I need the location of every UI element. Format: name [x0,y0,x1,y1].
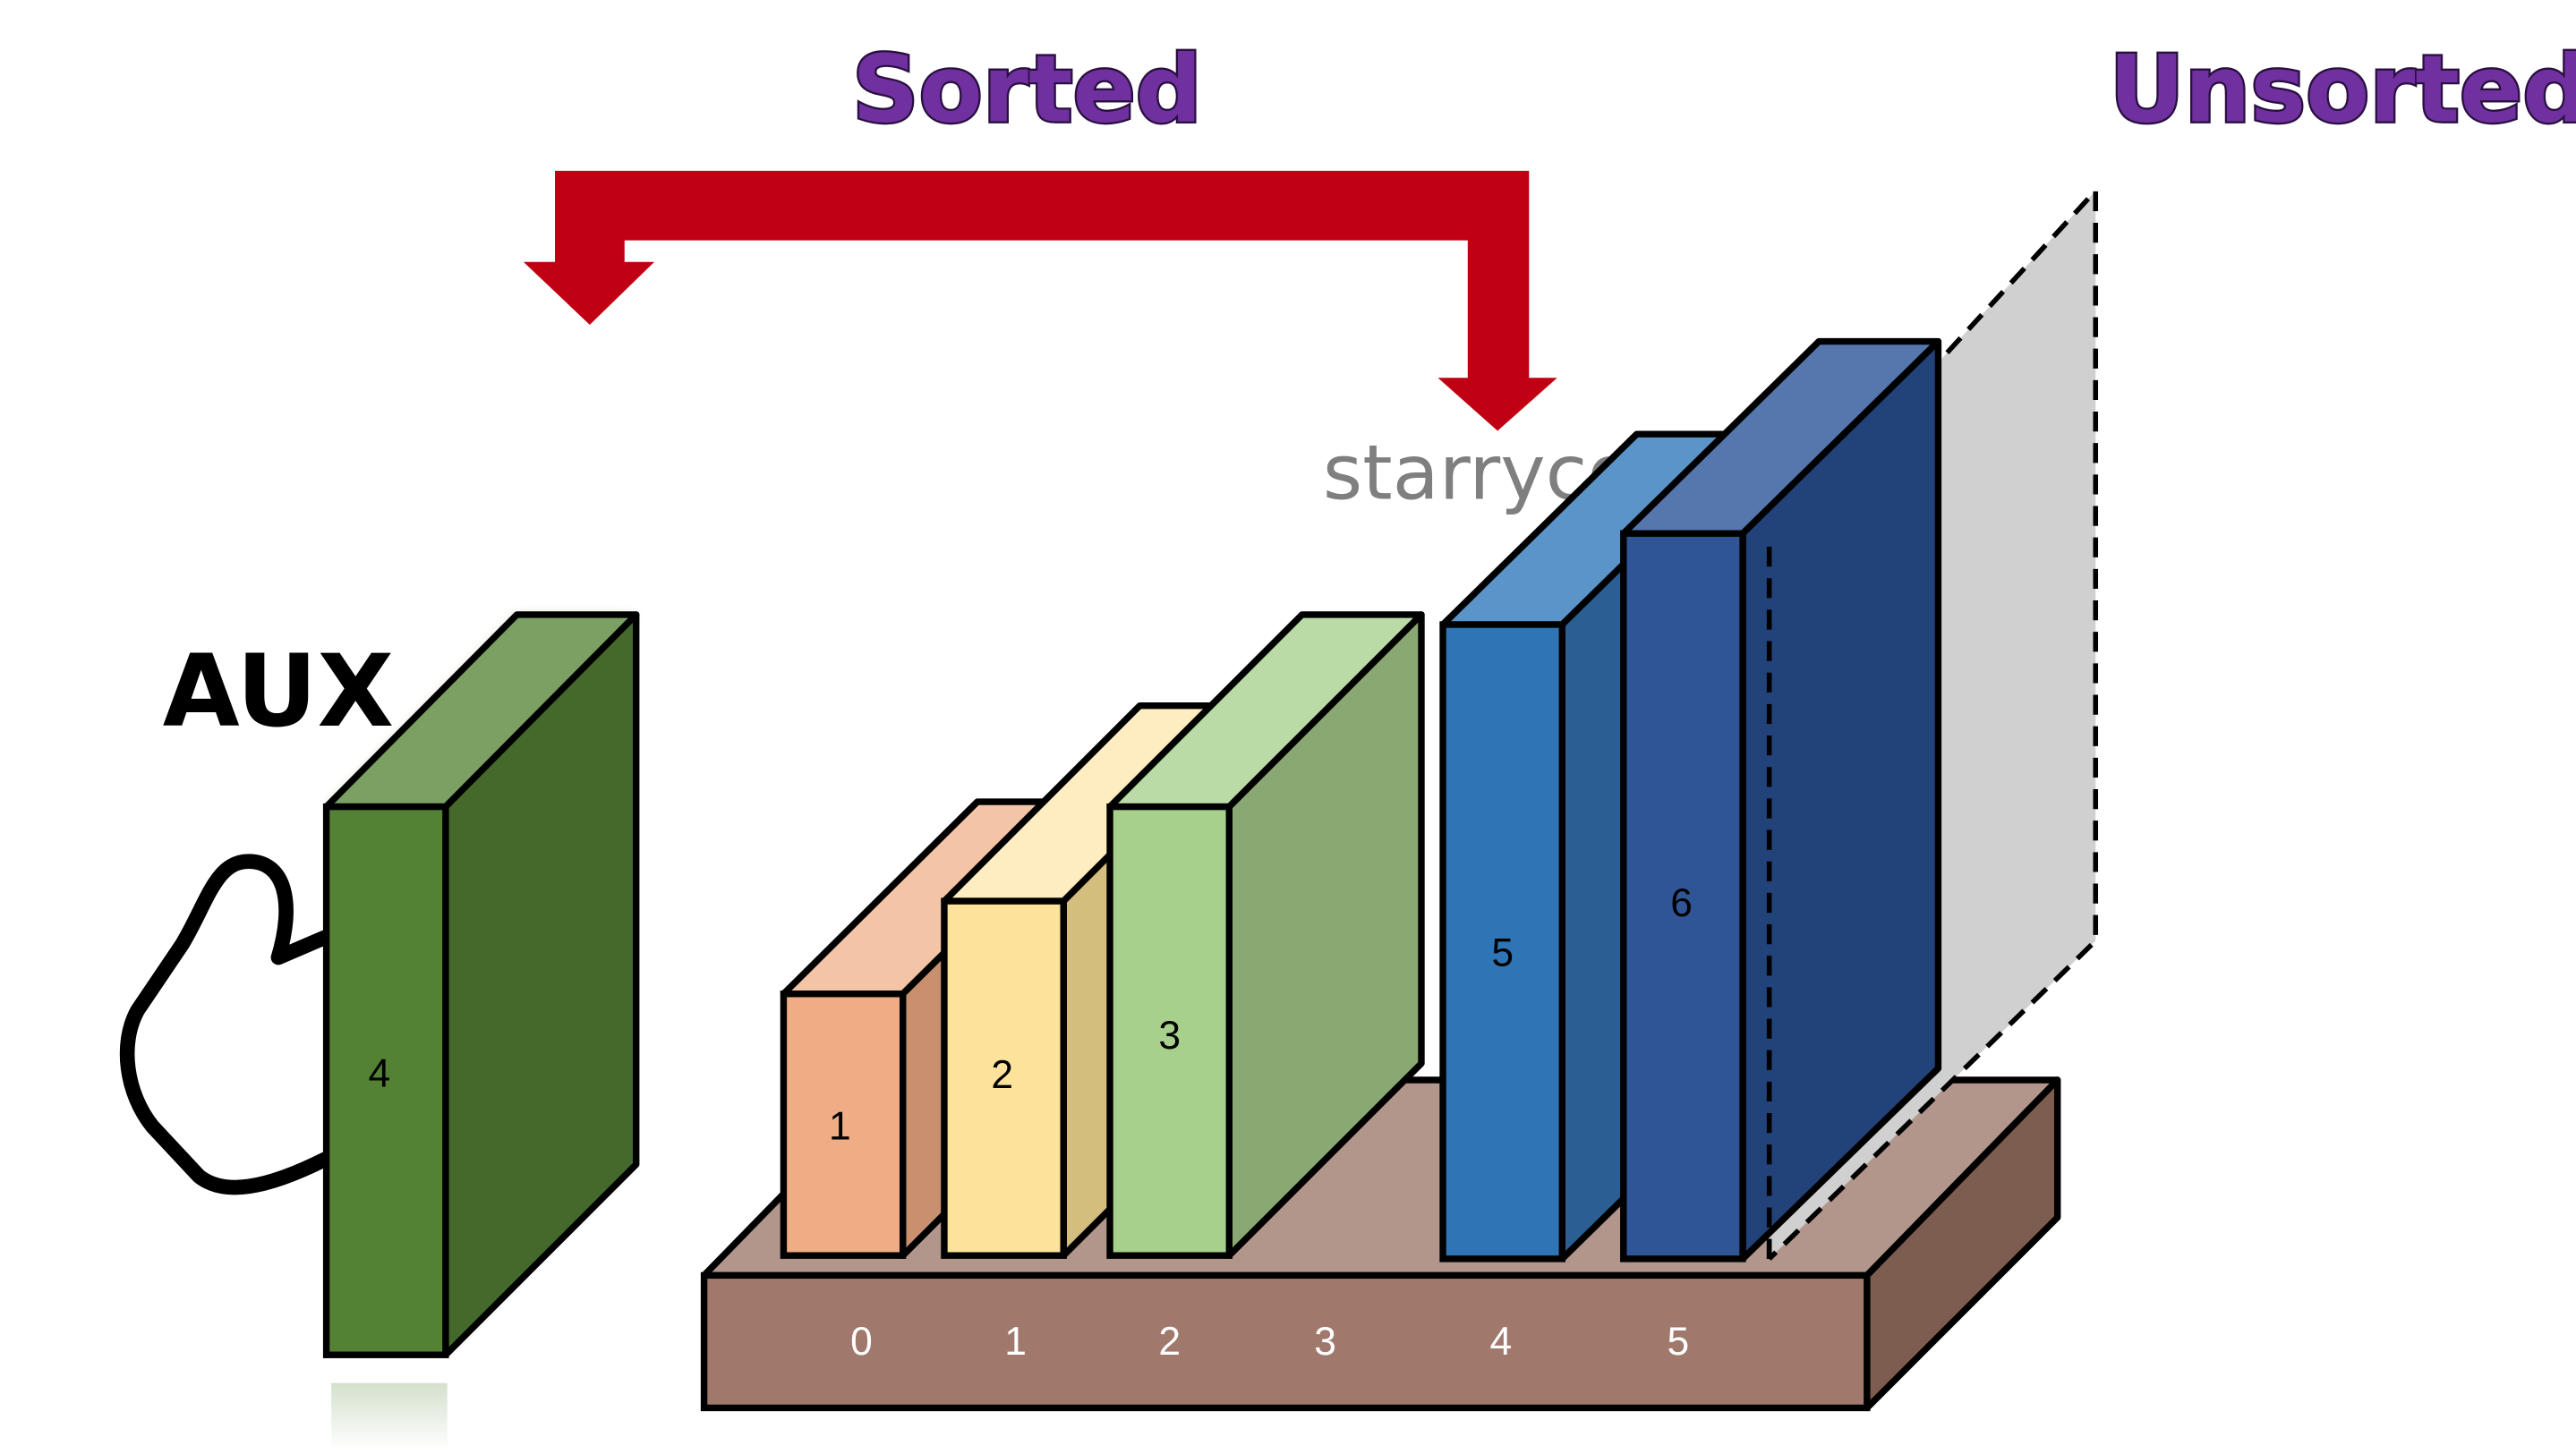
book-1-value: 1 [829,1105,851,1149]
index-label: 4 [1489,1320,1512,1364]
hand-icon [119,854,333,1195]
book-6-value: 6 [1670,881,1693,925]
book-3-value: 3 [1158,1014,1181,1058]
sorted-label: Sorted [852,36,1202,143]
aux-label: AUX [163,634,394,750]
book-5-value: 5 [1491,931,1514,974]
index-label: 1 [1004,1320,1027,1364]
index-label: 2 [1158,1320,1181,1364]
move-arrow [523,170,1557,431]
index-label: 5 [1668,1320,1690,1364]
shelf-indices: 0 1 2 3 4 5 [850,1320,1689,1364]
book-3: 3 [1106,611,1425,1259]
index-label: 3 [1314,1320,1336,1364]
aux-book-value: 4 [368,1051,390,1095]
unsorted-label: Unsorted [2109,36,2576,143]
index-label: 0 [850,1320,873,1364]
book-6: 6 [1620,337,1942,1263]
aux-book: 4 [322,611,640,1450]
book-2-value: 2 [991,1053,1013,1097]
